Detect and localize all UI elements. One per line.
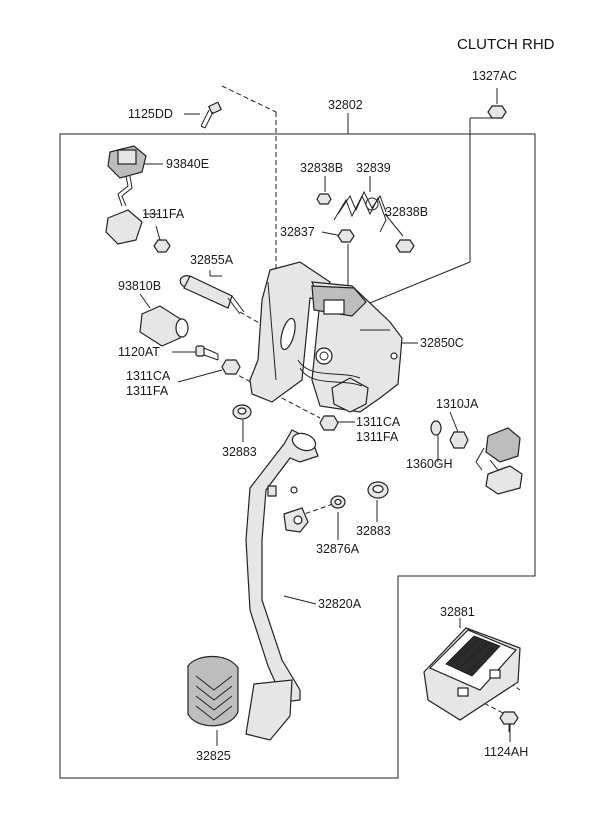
label-32839: 32839: [356, 161, 391, 175]
assembly-frame: [59, 133, 536, 779]
label-1311FA-top: 1311FA: [142, 207, 185, 221]
label-32820A: 32820A: [318, 597, 362, 611]
label-32883-left: 32883: [222, 445, 257, 459]
pin-32855A: [179, 275, 245, 315]
label-32876A: 32876A: [316, 542, 360, 556]
label-32825: 32825: [196, 749, 231, 763]
pedal-arm-32820A: [245, 429, 319, 703]
nut-1327AC: [487, 105, 507, 119]
label-1360GH: 1360GH: [406, 457, 453, 471]
bolt-1125DD: [200, 101, 223, 129]
label-1310JA: 1310JA: [436, 397, 479, 411]
bushing-32883-right: [367, 481, 389, 499]
switch-93840E: [107, 145, 147, 207]
label-1327AC: 1327AC: [472, 69, 517, 83]
connector-1310JA-1360GH: [430, 420, 523, 495]
label-32837: 32837: [280, 225, 315, 239]
diagram-title: CLUTCH RHD: [457, 36, 555, 53]
nut-1311CA-mid: [319, 415, 339, 431]
pedal-pad-32881: [423, 627, 521, 721]
label-93810B: 93810B: [118, 279, 161, 293]
pedal-pad-32825: [187, 656, 293, 741]
label-32855A: 32855A: [190, 253, 234, 267]
label-1311FA-left: 1311FA: [126, 384, 169, 398]
bushing-93810B: [139, 305, 189, 347]
label-1120AT: 1120AT: [118, 345, 160, 359]
label-32802: 32802: [328, 98, 363, 112]
nut-1311CA-left: [221, 359, 241, 375]
label-32883-right: 32883: [356, 524, 391, 538]
bolt-1120AT: [195, 345, 219, 361]
label-32838B-right: 32838B: [385, 205, 428, 219]
nut-1124AH: [499, 711, 519, 732]
label-1125DD: 1125DD: [128, 107, 173, 121]
washer-32876A: [330, 495, 346, 509]
label-93840E: 93840E: [166, 157, 209, 171]
connector-1311FA: [105, 209, 171, 253]
clutch-spring-assembly: [316, 190, 415, 253]
label-32850C: 32850C: [420, 336, 464, 350]
leader-lines: [139, 85, 521, 746]
label-1311CA-mid: 1311CA: [356, 415, 401, 429]
part-number-labels: 1125DD 32802 1327AC 93840E 1311FA 32838B…: [118, 69, 528, 763]
label-1311FA-mid: 1311FA: [356, 430, 399, 444]
bushing-32883-left: [232, 404, 252, 420]
pedal-bracket-32850C: [249, 261, 403, 413]
label-1124AH: 1124AH: [484, 745, 528, 759]
label-1311CA-left: 1311CA: [126, 369, 171, 383]
label-32838B-left: 32838B: [300, 161, 343, 175]
label-32881: 32881: [440, 605, 475, 619]
